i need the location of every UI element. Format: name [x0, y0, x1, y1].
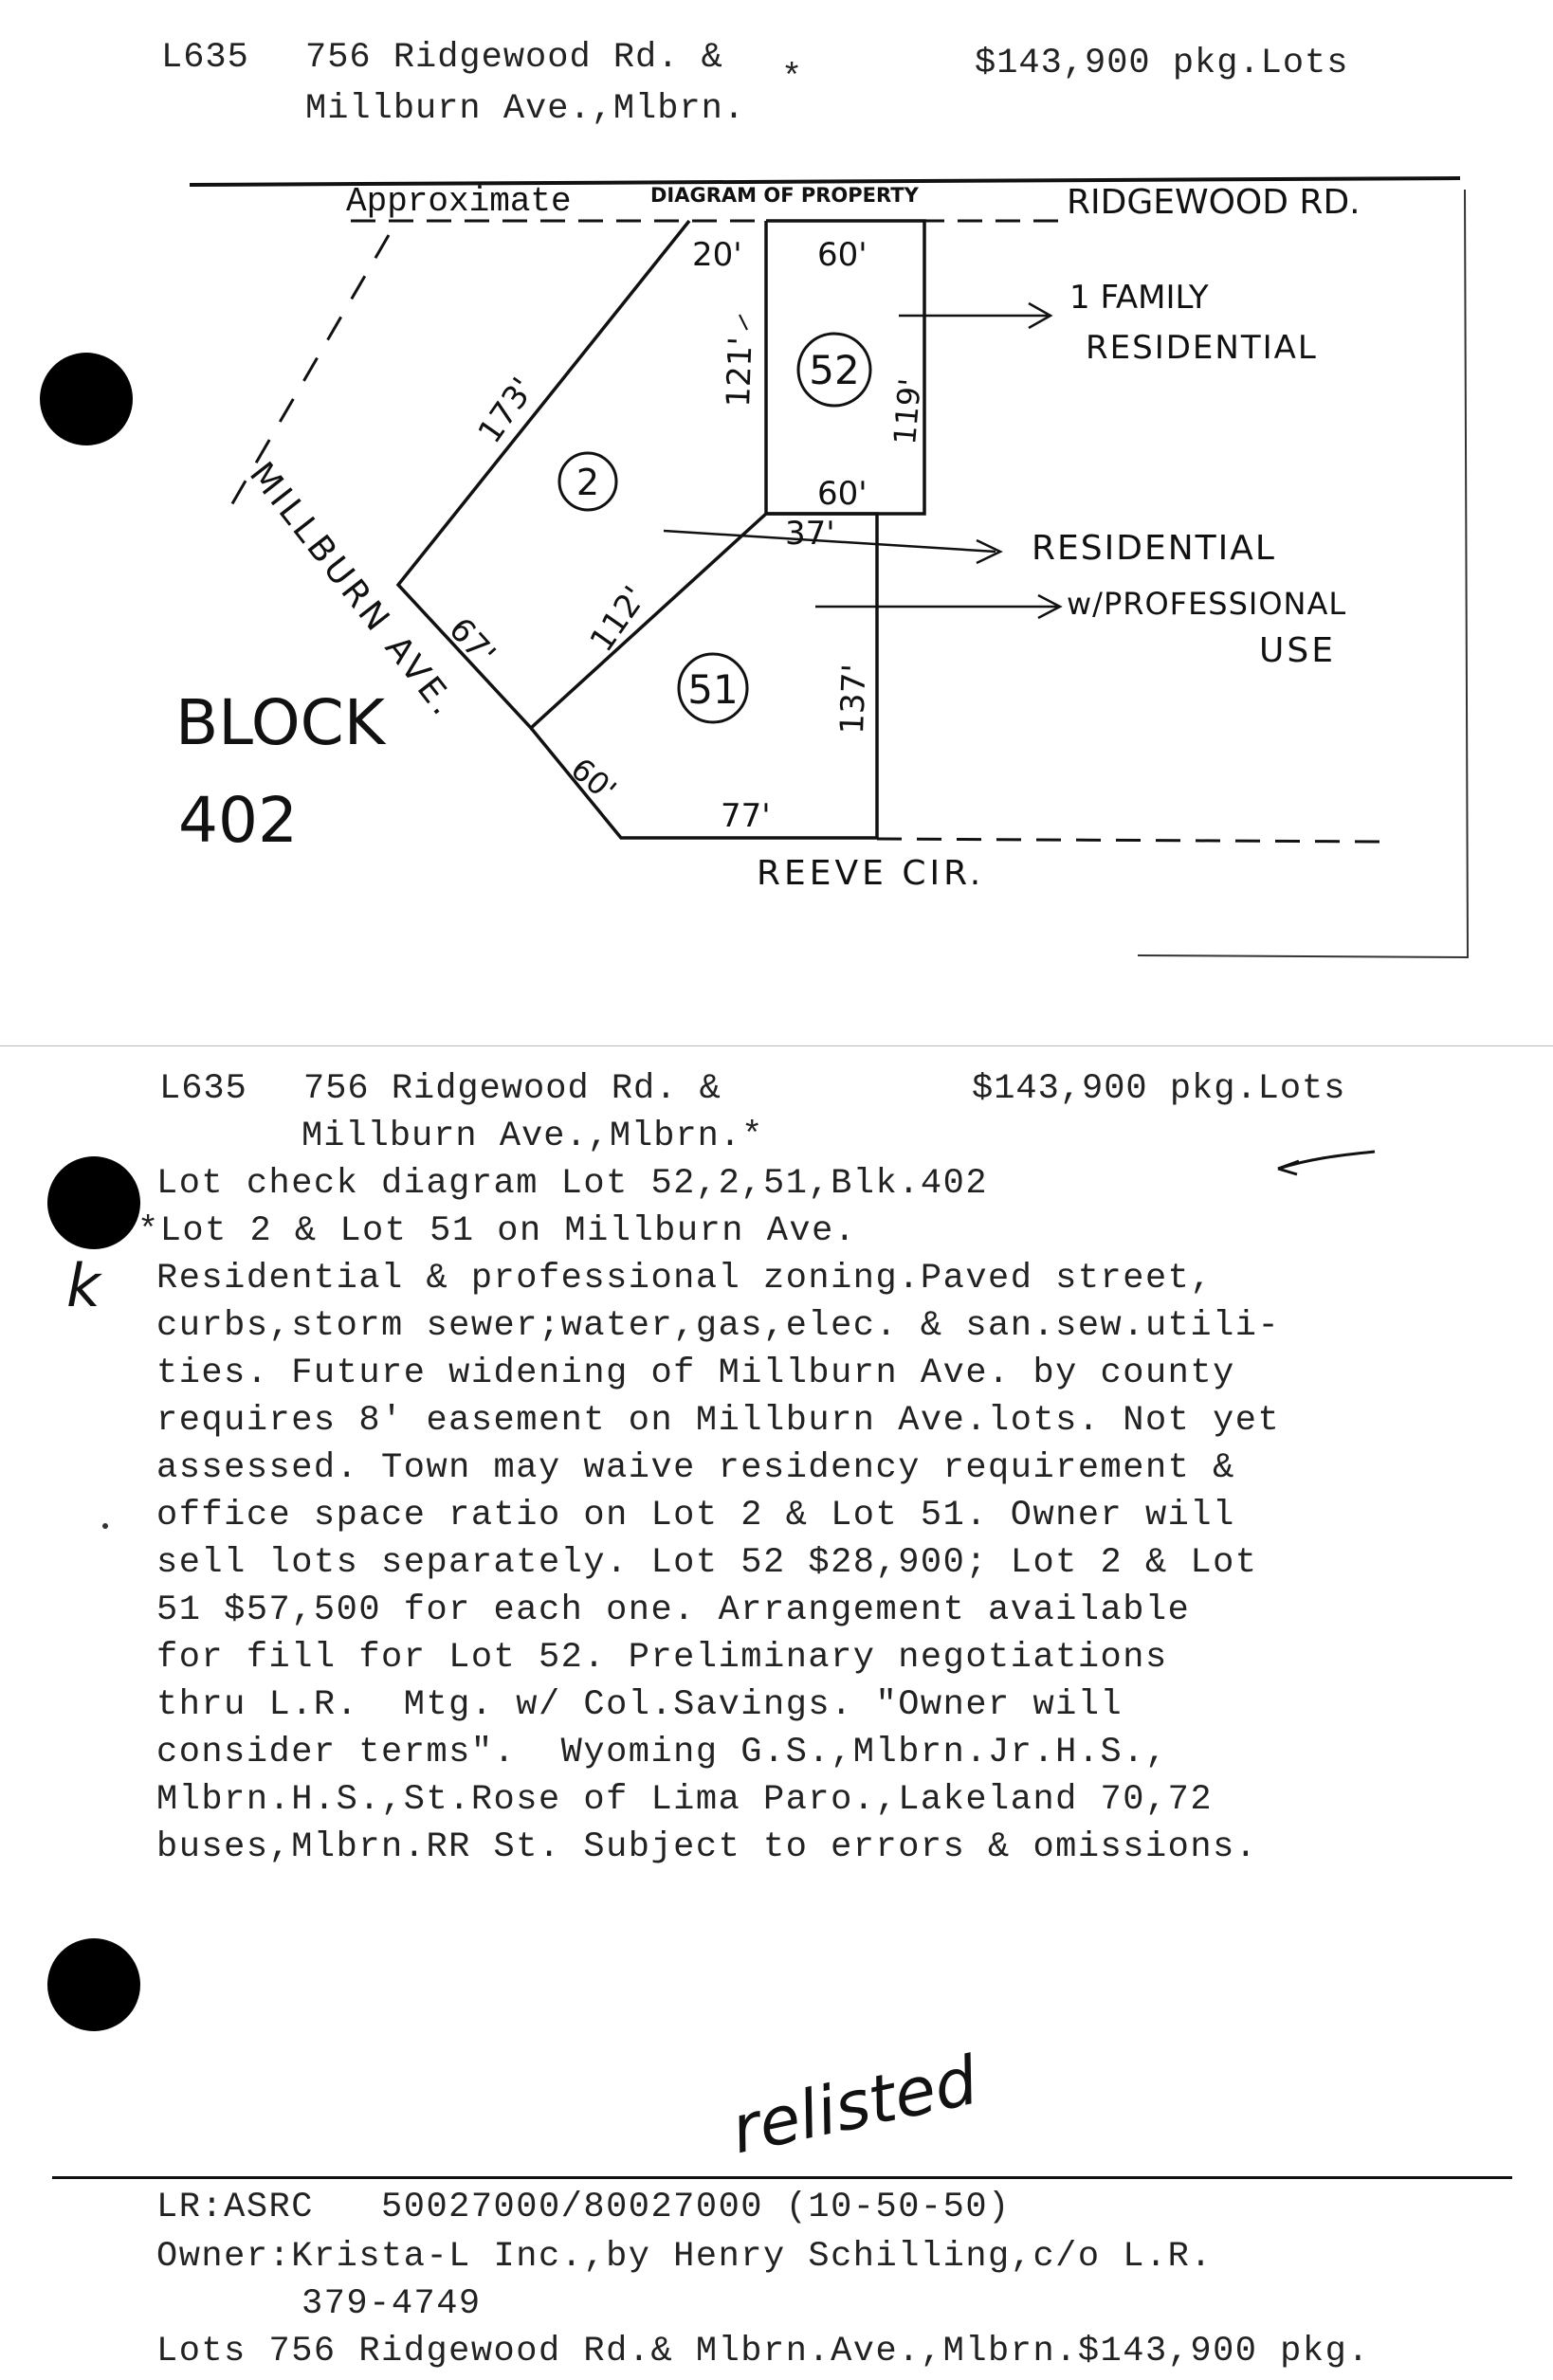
dim-67: 67'	[441, 610, 502, 673]
listing-address-line1: 756 Ridgewood Rd. &	[303, 1069, 722, 1109]
dim-121: 121'	[720, 336, 760, 409]
block-label: BLOCK	[175, 686, 387, 759]
lot-52-label: 52	[809, 347, 859, 393]
street-reeve: REEVE CIR.	[757, 854, 984, 893]
listing-body-line-15: buses,Mlbrn.RR St. Subject to errors & o…	[156, 1827, 1258, 1867]
listing-body-line-10: 51 $57,500 for each one. Arrangement ava…	[156, 1590, 1191, 1630]
dim-60-top: 60'	[817, 236, 868, 274]
dim-119: 119'	[886, 377, 928, 446]
annotation-residential-2: RESIDENTIAL	[1032, 529, 1276, 568]
annotation-professional: w/PROFESSIONAL	[1067, 586, 1346, 622]
annotation-use: USE	[1259, 631, 1336, 670]
dim-137: 137'	[833, 663, 874, 736]
street-millburn: MILLBURN AVE.	[242, 455, 465, 725]
listing-price: $143,900 pkg.Lots	[972, 1069, 1346, 1109]
listing-lot-id: L635	[159, 1069, 247, 1109]
listing-body-line-1: Lot check diagram Lot 52,2,51,Blk.402	[156, 1164, 989, 1204]
listing-body-line-9: sell lots separately. Lot 52 $28,900; Lo…	[156, 1543, 1258, 1583]
footer-line-3: 379-4749	[301, 2284, 482, 2324]
listing-body-line-4: curbs,storm sewer;water,gas,elec. & san.…	[156, 1306, 1281, 1346]
top-lot-id: L635	[161, 38, 249, 78]
diagram-approximate: Approximate	[346, 182, 572, 221]
margin-dot	[102, 1523, 108, 1529]
street-ridgewood: RIDGEWOOD RD.	[1067, 183, 1361, 222]
punch-hole-1	[40, 353, 133, 445]
margin-mark: k	[66, 1251, 100, 1320]
dim-60-bot: 60'	[564, 751, 623, 808]
top-price: $143,900 pkg.Lots	[975, 44, 1349, 83]
dim-173: 173'	[471, 371, 542, 450]
punch-hole-2	[47, 1156, 140, 1249]
dim-37: 37'	[785, 515, 835, 553]
diagram-title: DIAGRAM OF PROPERTY	[650, 184, 920, 207]
listing-body-line-5: ties. Future widening of Millburn Ave. b…	[156, 1354, 1235, 1393]
top-asterisk: *	[781, 59, 804, 99]
top-address-line2: Millburn Ave.,Mlbrn.	[305, 89, 746, 129]
lot-2-label: 2	[576, 462, 599, 503]
dim-77: 77'	[721, 797, 771, 835]
annotation-family: 1 FAMILY	[1069, 279, 1209, 317]
block-number: 402	[178, 784, 298, 857]
listing-body-line-7: assessed. Town may waive residency requi…	[156, 1448, 1235, 1488]
card-edge-top	[0, 1045, 1553, 1046]
dim-112: 112'	[583, 579, 654, 659]
annotation-residential: RESIDENTIAL	[1086, 329, 1318, 367]
footer-line-4: Lots 756 Ridgewood Rd.& Mlbrn.Ave.,Mlbrn…	[156, 2332, 1370, 2371]
handwritten-signature: relisted	[724, 2041, 984, 2170]
listing-body-line-6: requires 8' easement on Millburn Ave.lot…	[156, 1401, 1281, 1441]
listing-body-line-3: Residential & professional zoning.Paved …	[156, 1259, 1214, 1299]
listing-body-line-8: office space ratio on Lot 2 & Lot 51. Ow…	[156, 1496, 1235, 1535]
listing-body-line-13: consider terms". Wyoming G.S.,Mlbrn.Jr.H…	[156, 1733, 1168, 1772]
listing-address-line2: Millburn Ave.,Mlbrn.*	[301, 1117, 764, 1156]
footer-line-1: LR:ASRC 50027000/80027000 (10-50-50)	[156, 2188, 1011, 2227]
top-address-line1: 756 Ridgewood Rd. &	[305, 38, 723, 78]
dim-20: 20'	[692, 236, 742, 274]
footer-line-2: Owner:Krista-L Inc.,by Henry Schilling,c…	[156, 2237, 1214, 2277]
property-diagram: Approximate DIAGRAM OF PROPERTY RIDGEWOO…	[175, 176, 1470, 959]
lot-51-label: 51	[687, 666, 738, 713]
listing-body-line-12: thru L.R. Mtg. w/ Col.Savings. "Owner wi…	[156, 1685, 1124, 1725]
listing-body-line-2: *Lot 2 & Lot 51 on Millburn Ave.	[137, 1211, 857, 1251]
listing-body-line-11: for fill for Lot 52. Preliminary negotia…	[156, 1638, 1168, 1678]
footer-rule	[52, 2176, 1512, 2179]
check-mark-icon	[1277, 1150, 1376, 1176]
dim-60-mid: 60'	[817, 475, 868, 513]
listing-body-line-14: Mlbrn.H.S.,St.Rose of Lima Paro.,Lakelan…	[156, 1780, 1214, 1820]
punch-hole-3	[47, 1938, 140, 2031]
